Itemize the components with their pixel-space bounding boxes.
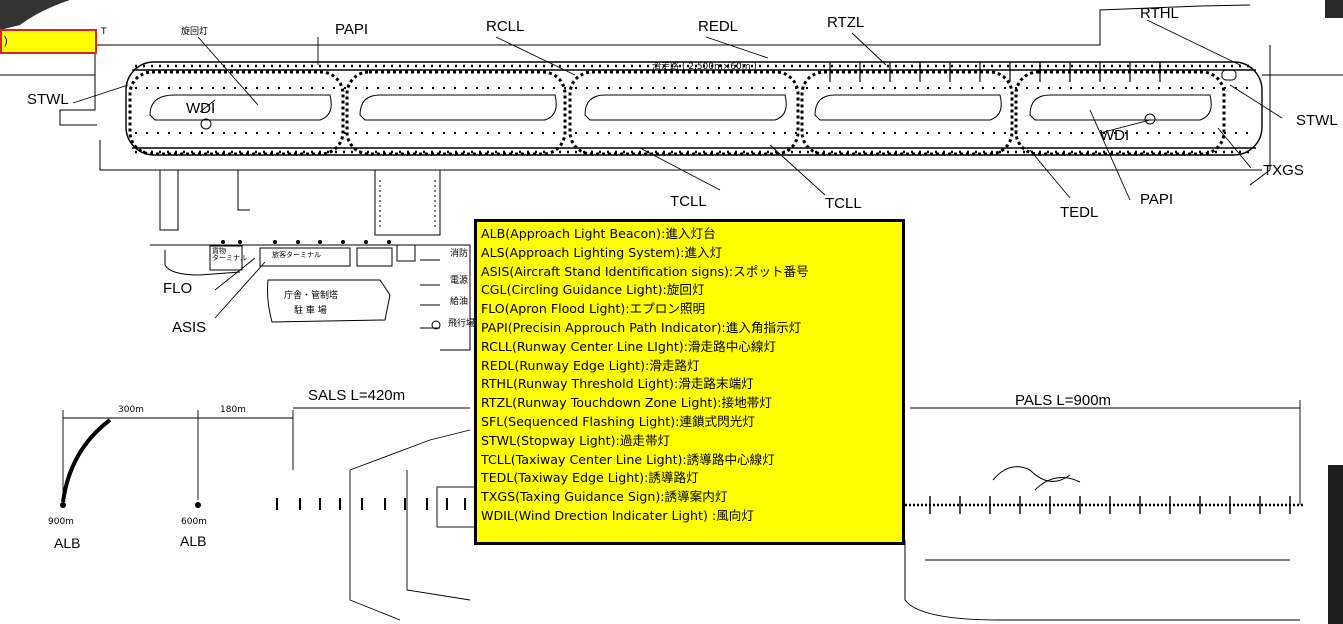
pals-label: PALS L=900m [1015,392,1112,409]
threshold-marks [200,69,1237,130]
approach-beacons [60,502,201,508]
wdi-right-label: WDI [1100,127,1130,144]
runway-dimension-label: 滑走路 ( 2,500m×60m ) [652,62,757,72]
approach-crossbars [929,496,1291,514]
stwl-left-label: STWL [27,91,69,108]
position-900-label: 900m [48,517,74,527]
approach-light-bars [276,498,1305,510]
rthl-label: RTHL [1140,5,1179,22]
highlight-tag: ) [0,29,97,54]
legend-item: RTZL(Runway Touchdown Zone Light):接地帯灯 [481,395,772,411]
apron-connectors [159,170,441,236]
legend-item: RCLL(Runway Center Line LIght):滑走路中心線灯 [481,338,777,354]
parking-label: 駐 車 場 [294,306,327,316]
terminal-lights [221,240,391,244]
legend-item: ASIS(Aircraft Stand Identification signs… [481,263,809,279]
touchdown-zone-bars [829,62,1161,82]
legend-item: PAPI(Precisin Approuch Path Indicator):進… [481,319,802,335]
corner-graphic-top-left [0,0,70,30]
power-label: 電源 [450,276,469,286]
cgl-label: 旋回灯 [181,27,209,37]
distance-180-label: 180m [220,405,246,415]
stwl-right-label: STWL [1296,112,1338,129]
runway-edge-lights [135,64,1255,154]
distance-300-label: 300m [118,405,144,415]
legend-item: TEDL(Taxiway Edge Light):誘導路灯 [481,470,699,486]
taxiway-inner [149,94,1212,121]
legend-item: WDIL(Wind Drection Indicater Light) :風向灯 [481,507,754,523]
leader-lines [72,19,1283,319]
sals-label: SALS L=420m [308,387,406,404]
tcll-label-2: TCLL [825,195,862,212]
legend-item: RTHL(Runway Threshold Light):滑走路末端灯 [481,376,754,392]
legend-item: FLO(Apron Flood Light):エプロン照明 [481,301,706,317]
legend-item: TCLL(Taxiway Center Line Light):誘導路中心線灯 [481,451,775,467]
legend-item: CGL(Circling Guidance Light):旋回灯 [481,282,705,298]
runway [125,61,1263,156]
legend-item: ALB(Approach Light Beacon):進入灯台 [481,226,716,241]
legend-item: ALS(Approach Lighting System):進入灯 [481,244,723,260]
t-mark-label: T [101,27,107,37]
approach-layout [61,400,1301,621]
rcll-label: RCLL [486,18,525,35]
taxiway-loops [128,70,1226,156]
terminal-area [150,244,471,351]
papi-bottom-label: PAPI [1140,191,1174,208]
road-curves [904,466,1300,621]
tcll-label-1: TCLL [670,193,707,210]
wdi-left-label: WDI [186,100,216,117]
tedl-label: TEDL [1060,204,1099,221]
corner-graphic-bottom-right [1328,465,1343,624]
flight-label: 飛行場 [448,319,476,329]
fuel-label: 給油 [450,297,469,307]
redl-label: REDL [698,18,739,35]
rtzl-label: RTZL [827,14,865,31]
tower-label: 庁舎・管制塔 [284,291,339,301]
flo-label: FLO [163,280,193,297]
position-600-label: 600m [181,517,207,527]
corner-graphic-top-right [1325,0,1343,18]
passenger-terminal-label: 旅客ターミナル [272,251,321,259]
fire-station-label: 消防 [450,249,469,259]
txgs-label: TXGS [1263,162,1304,179]
legend-item: SFL(Sequenced Flashing Light):連鎖式閃光灯 [481,413,755,429]
asis-label: ASIS [172,319,207,336]
alb-label-2: ALB [180,533,207,549]
papi-top-label: PAPI [335,21,369,38]
airfield-boundary [0,4,1343,186]
legend-item: TXGS(Taxing Guidance Sign):誘導案内灯 [481,489,728,505]
legend-item: REDL(Runway Edge Light):滑走路灯 [481,357,700,373]
cargo-terminal-label: 貨物 ターミナル [212,247,247,262]
legend-item: STWL(Stopway Light):過走帯灯 [481,432,671,448]
alb-label-1: ALB [54,535,81,551]
legend-box: ALB(Approach Light Beacon):進入灯台 ALS(Appr… [474,219,905,545]
